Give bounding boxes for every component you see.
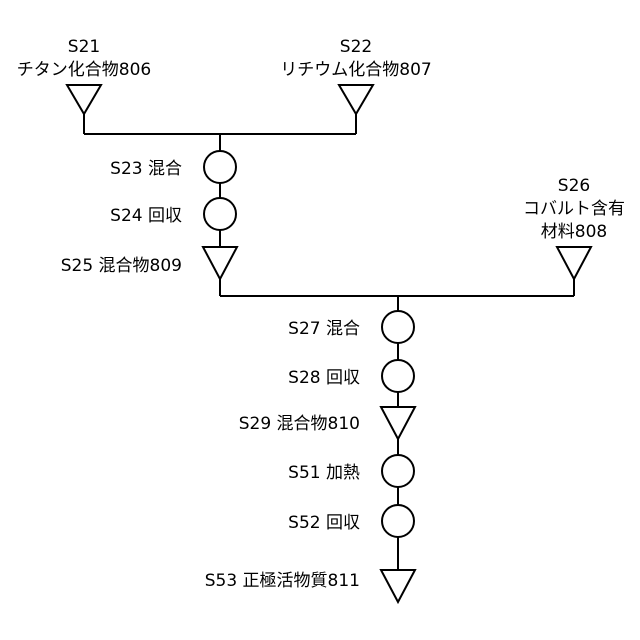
s26-name-label-2: 材料808: [541, 222, 607, 242]
s52-label: S52 回収: [288, 513, 360, 533]
process-circle-s52: [382, 505, 414, 537]
connector-lines: [84, 114, 574, 570]
node-s51: S51 加熱: [288, 455, 414, 487]
s23-label: S23 混合: [110, 159, 182, 179]
process-circle-s24: [204, 198, 236, 230]
node-s22: S22 リチウム化合物807: [280, 37, 431, 114]
material-triangle-s21: [67, 85, 101, 114]
material-triangle-s29: [381, 407, 415, 439]
material-triangle-s26: [557, 247, 591, 279]
node-s28: S28 回収: [288, 360, 414, 392]
process-circle-s51: [382, 455, 414, 487]
s22-id-label: S22: [340, 37, 372, 57]
process-circle-s28: [382, 360, 414, 392]
s25-label: S25 混合物809: [61, 256, 182, 276]
process-circle-s23: [204, 151, 236, 183]
node-s21: S21 チタン化合物806: [17, 37, 151, 114]
node-s26: S26 コバルト含有 材料808: [523, 176, 625, 279]
s21-id-label: S21: [68, 37, 100, 57]
node-s27: S27 混合: [288, 311, 414, 343]
process-circle-s27: [382, 311, 414, 343]
s28-label: S28 回収: [288, 368, 360, 388]
node-s24: S24 回収: [110, 198, 236, 230]
material-triangle-s25: [203, 247, 237, 279]
node-s29: S29 混合物810: [239, 407, 415, 439]
node-s25: S25 混合物809: [61, 247, 237, 279]
s51-label: S51 加熱: [288, 463, 360, 483]
s24-label: S24 回収: [110, 206, 182, 226]
s27-label: S27 混合: [288, 319, 360, 339]
node-s23: S23 混合: [110, 151, 236, 183]
material-triangle-s22: [339, 85, 373, 114]
s29-label: S29 混合物810: [239, 414, 360, 434]
s26-id-label: S26: [558, 176, 590, 196]
node-s53: S53 正極活物質811: [205, 570, 415, 602]
s22-name-label: リチウム化合物807: [280, 60, 431, 80]
s21-name-label: チタン化合物806: [17, 60, 151, 80]
material-triangle-s53: [381, 570, 415, 602]
node-s52: S52 回収: [288, 505, 414, 537]
s26-name-label-1: コバルト含有: [523, 199, 625, 219]
s53-label: S53 正極活物質811: [205, 571, 360, 591]
